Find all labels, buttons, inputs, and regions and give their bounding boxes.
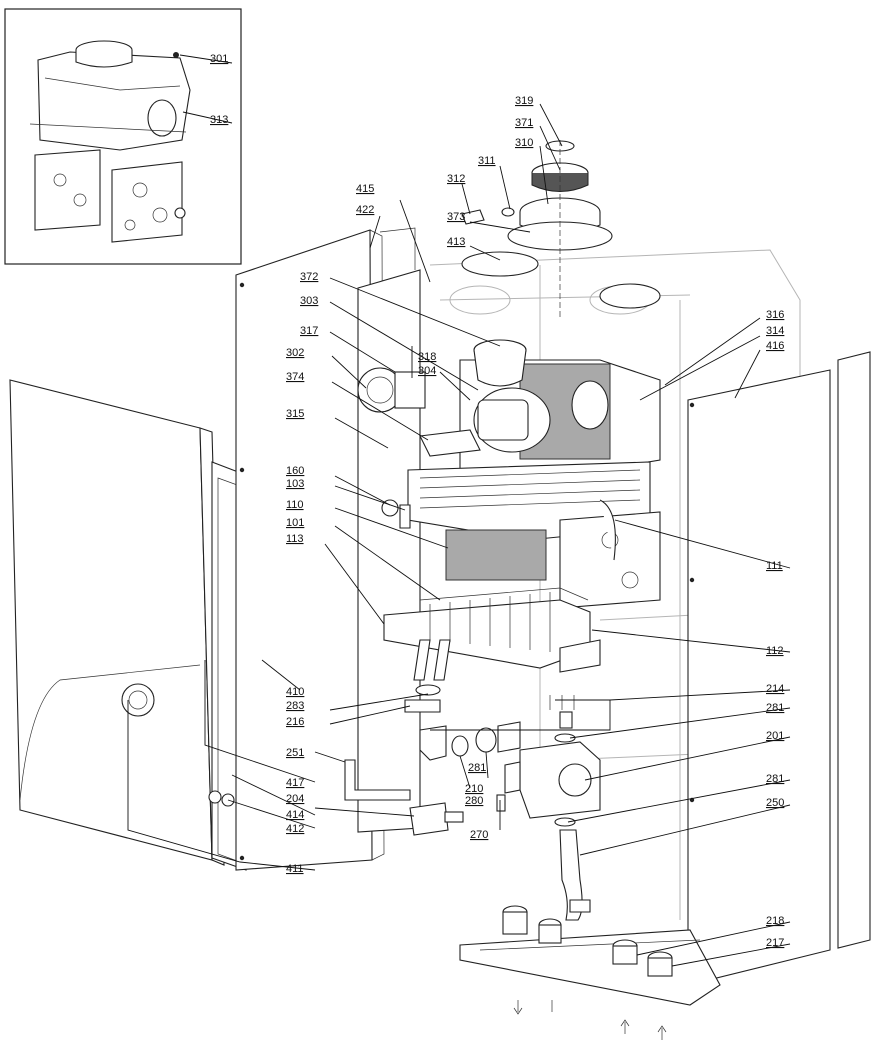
label-414: 414 — [286, 809, 304, 821]
label-422: 422 — [356, 204, 374, 216]
label-204: 204 — [286, 793, 304, 805]
label-281-low: 281 — [766, 773, 784, 785]
label-280: 280 — [465, 795, 483, 807]
back-panel — [357, 227, 421, 833]
heat-exchanger — [381, 461, 661, 609]
label-201: 201 — [766, 730, 784, 742]
label-301: 301 — [210, 53, 228, 65]
label-281-mid: 281 — [468, 762, 486, 774]
label-303: 303 — [300, 295, 318, 307]
inset-detail: 301 313 — [4, 8, 242, 265]
label-310: 310 — [515, 137, 533, 149]
label-312: 312 — [447, 173, 465, 185]
label-371: 371 — [515, 117, 533, 129]
right-side-panel — [687, 351, 871, 986]
label-250: 250 — [766, 797, 784, 809]
part-labels: 319 371 310 311 312 373 413 415 422 372 … — [286, 95, 784, 949]
label-218: 218 — [766, 915, 784, 927]
label-410: 410 — [286, 686, 304, 698]
label-160: 160 — [286, 465, 304, 477]
leader-lines — [127, 103, 791, 967]
label-316: 316 — [766, 309, 784, 321]
label-412: 412 — [286, 823, 304, 835]
label-416: 416 — [766, 340, 784, 352]
burner-assembly — [383, 587, 601, 681]
label-315: 315 — [286, 408, 304, 420]
gas-valve-assembly — [208, 684, 601, 921]
label-374: 374 — [286, 371, 304, 383]
label-313: 313 — [210, 114, 228, 126]
label-302: 302 — [286, 347, 304, 359]
label-319: 319 — [515, 95, 533, 107]
label-210: 210 — [465, 783, 483, 795]
label-214: 214 — [766, 683, 784, 695]
label-413: 413 — [447, 236, 465, 248]
label-417: 417 — [286, 777, 304, 789]
label-110: 110 — [286, 499, 304, 511]
label-317: 317 — [300, 325, 318, 337]
label-251: 251 — [286, 747, 304, 759]
label-372: 372 — [300, 271, 318, 283]
fan-assembly — [357, 339, 661, 471]
label-318: 318 — [418, 351, 436, 363]
label-217: 217 — [766, 937, 784, 949]
label-270: 270 — [470, 829, 488, 841]
label-415: 415 — [356, 183, 374, 195]
label-311: 311 — [478, 155, 496, 167]
label-304: 304 — [418, 365, 436, 377]
label-216: 216 — [286, 716, 304, 728]
label-111: 111 — [766, 560, 783, 572]
label-283: 283 — [286, 700, 304, 712]
label-281-top: 281 — [766, 702, 784, 714]
label-411: 411 — [286, 863, 304, 875]
label-112: 112 — [766, 645, 784, 657]
label-314: 314 — [766, 325, 784, 337]
label-373: 373 — [447, 211, 465, 223]
label-113: 113 — [286, 533, 304, 545]
label-101: 101 — [286, 517, 304, 529]
flue-assembly — [461, 140, 661, 320]
bottom-manifold-plate — [459, 905, 721, 1040]
label-103: 103 — [286, 478, 304, 490]
